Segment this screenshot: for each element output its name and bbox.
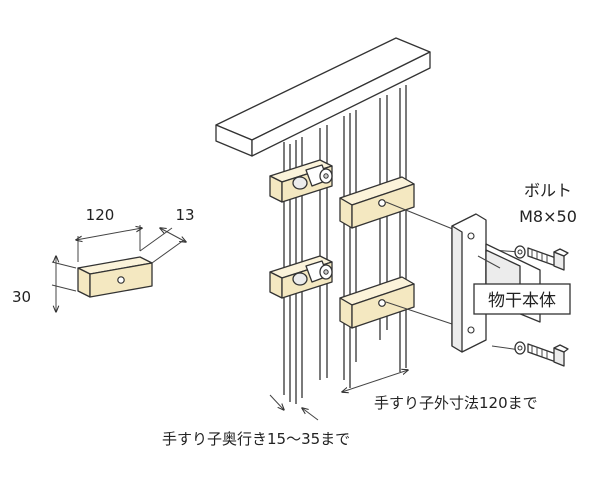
bolt-label-line1: ボルト <box>524 181 572 200</box>
width-dimension-label: 120 <box>86 206 115 224</box>
bolt-label-line2: M8×50 <box>519 207 577 226</box>
bracket-body: 物干本体 <box>451 213 571 353</box>
front-spacer-lower <box>339 276 415 329</box>
back-spacer-lower <box>269 255 333 299</box>
spacer-detail: 120 13 30 <box>12 206 195 312</box>
thickness-dimension-label: 13 <box>175 206 194 224</box>
body-label-box <box>473 283 571 315</box>
front-spacer-upper <box>339 176 415 229</box>
thickness-dimension-line <box>160 228 186 242</box>
height-dimension-label: 30 <box>12 288 31 306</box>
outer-dimension-label: 手すり子外寸法120まで <box>374 394 538 412</box>
handrail-top-rail <box>215 37 431 157</box>
depth-dimension-label: 手すり子奥行き15～35まで <box>162 430 350 448</box>
width-dimension-line <box>76 228 142 240</box>
balusters <box>283 85 407 404</box>
depth-dimension: 手すり子奥行き15～35まで <box>162 394 350 448</box>
body-label: 物干本体 <box>488 291 556 311</box>
spacer-bolt-hole <box>117 276 125 284</box>
outer-dimension: 手すり子外寸法120まで <box>342 370 538 412</box>
bolt-lower <box>514 341 569 367</box>
bolt-upper <box>514 245 569 271</box>
back-spacer-upper <box>269 159 333 203</box>
